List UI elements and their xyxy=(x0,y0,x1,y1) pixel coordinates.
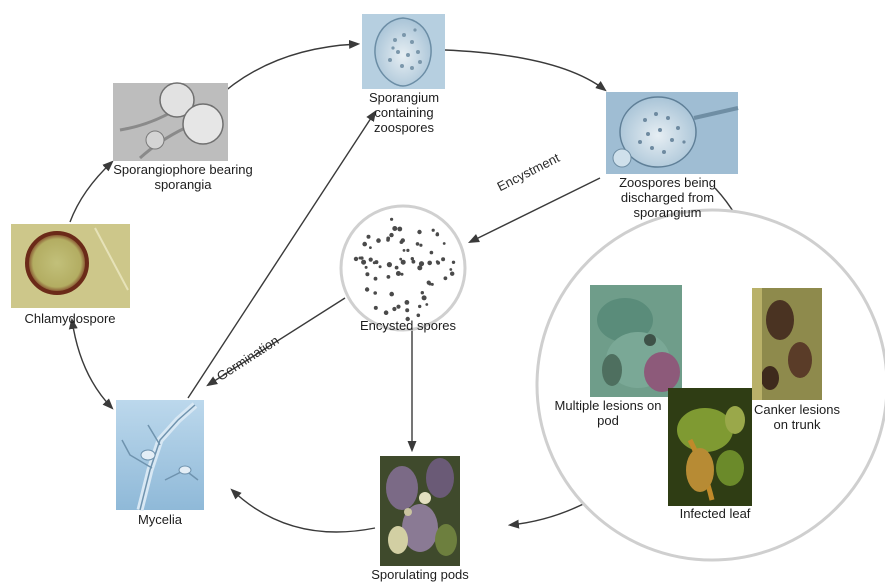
spore-dot xyxy=(430,251,434,255)
spore-dot xyxy=(374,306,378,310)
spore-dot xyxy=(412,260,416,264)
spore-dot xyxy=(403,249,406,252)
spore-dot xyxy=(449,268,452,271)
spore-dot xyxy=(421,291,424,294)
label-canker-lesions: Canker lesions on trunk xyxy=(752,402,842,432)
spore-dot xyxy=(401,273,404,276)
spore-dot xyxy=(417,314,421,318)
encysted-spores-image xyxy=(341,206,465,330)
spore-dot xyxy=(390,218,393,221)
spore-dot xyxy=(365,272,369,276)
spore-dot xyxy=(386,238,390,242)
spore-dot xyxy=(443,242,446,245)
sporangiophore-image xyxy=(113,83,228,161)
label-sporangiophore: Sporangiophore bearing sporangia xyxy=(108,162,258,192)
spore-dot xyxy=(395,266,399,270)
spore-dot xyxy=(396,305,400,309)
spore-dot xyxy=(436,260,439,263)
spore-dot xyxy=(400,240,404,244)
arrow-sporangium-to-zoospores xyxy=(445,50,605,90)
spore-dot xyxy=(373,291,377,295)
spore-dot xyxy=(361,260,366,265)
sporulating-pods-image xyxy=(380,456,460,566)
spore-dot xyxy=(422,295,427,300)
spore-dot xyxy=(405,308,409,312)
mycelia-image xyxy=(116,400,204,510)
spore-dot xyxy=(436,233,440,237)
arrow-zoospores-to-encysted xyxy=(470,178,600,242)
label-chlamydospore: Chlamydospore xyxy=(0,311,140,326)
label-encysted-spores: Encysted spores xyxy=(343,318,473,333)
spore-dot xyxy=(405,300,410,305)
pod-lesions-photo xyxy=(590,285,682,397)
label-sporulating-pods: Sporulating pods xyxy=(355,567,485,582)
spore-dot xyxy=(365,287,369,291)
spore-dot xyxy=(354,257,358,261)
spore-dot xyxy=(379,265,382,268)
spore-dot xyxy=(376,238,381,243)
zoospore-discharge-image xyxy=(606,92,738,174)
spore-dot xyxy=(367,235,371,239)
spore-dot xyxy=(399,258,402,261)
label-sporangium: Sporangium containing zoospores xyxy=(356,90,452,135)
spore-dot xyxy=(369,258,373,262)
spore-dot xyxy=(401,260,406,265)
spore-dot xyxy=(397,227,402,232)
spore-dot xyxy=(389,292,394,297)
label-mycelia: Mycelia xyxy=(110,512,210,527)
spore-dot xyxy=(444,276,448,280)
arrow-pods-to-mycelia xyxy=(232,490,375,532)
infected-leaf-photo xyxy=(668,388,752,506)
spore-dot xyxy=(396,271,401,276)
arrow-mycelia-chlamydospore xyxy=(72,320,112,408)
spore-dot xyxy=(373,261,376,264)
arrow-sporangiophore-to-sporangium xyxy=(215,44,358,100)
spore-dot xyxy=(432,229,435,232)
spore-dot xyxy=(450,272,454,276)
spore-dot xyxy=(369,246,372,249)
spore-dot xyxy=(374,277,378,281)
label-pod-lesions: Multiple lesions on pod xyxy=(548,398,668,428)
spore-dot xyxy=(427,281,431,285)
spore-dot xyxy=(389,233,393,237)
spore-dot xyxy=(384,310,389,315)
spore-dot xyxy=(419,244,422,247)
spore-dot xyxy=(392,226,397,231)
label-infected-leaf: Infected leaf xyxy=(660,506,770,521)
spore-dot xyxy=(417,230,421,234)
spore-dot xyxy=(418,305,421,308)
spore-dot xyxy=(365,266,368,269)
spore-dot xyxy=(416,242,420,246)
spore-dot xyxy=(387,262,392,267)
spore-dot xyxy=(419,261,424,266)
chlamydospore-image xyxy=(11,224,130,308)
spore-dot xyxy=(427,261,432,266)
spore-dot xyxy=(392,307,396,311)
canker-trunk-photo xyxy=(752,288,822,400)
sporangium-image xyxy=(362,14,445,89)
spore-dot xyxy=(406,249,409,252)
spore-dot xyxy=(387,275,391,279)
spore-dot xyxy=(362,242,367,247)
label-zoospores-discharged: Zoospores being discharged from sporangi… xyxy=(605,175,730,220)
spore-dot xyxy=(452,261,455,264)
spore-dot xyxy=(360,256,363,259)
spore-dot xyxy=(441,257,445,261)
spore-dot xyxy=(425,303,428,306)
arrow-chlamydospore-to-sporangiophore xyxy=(70,162,112,222)
